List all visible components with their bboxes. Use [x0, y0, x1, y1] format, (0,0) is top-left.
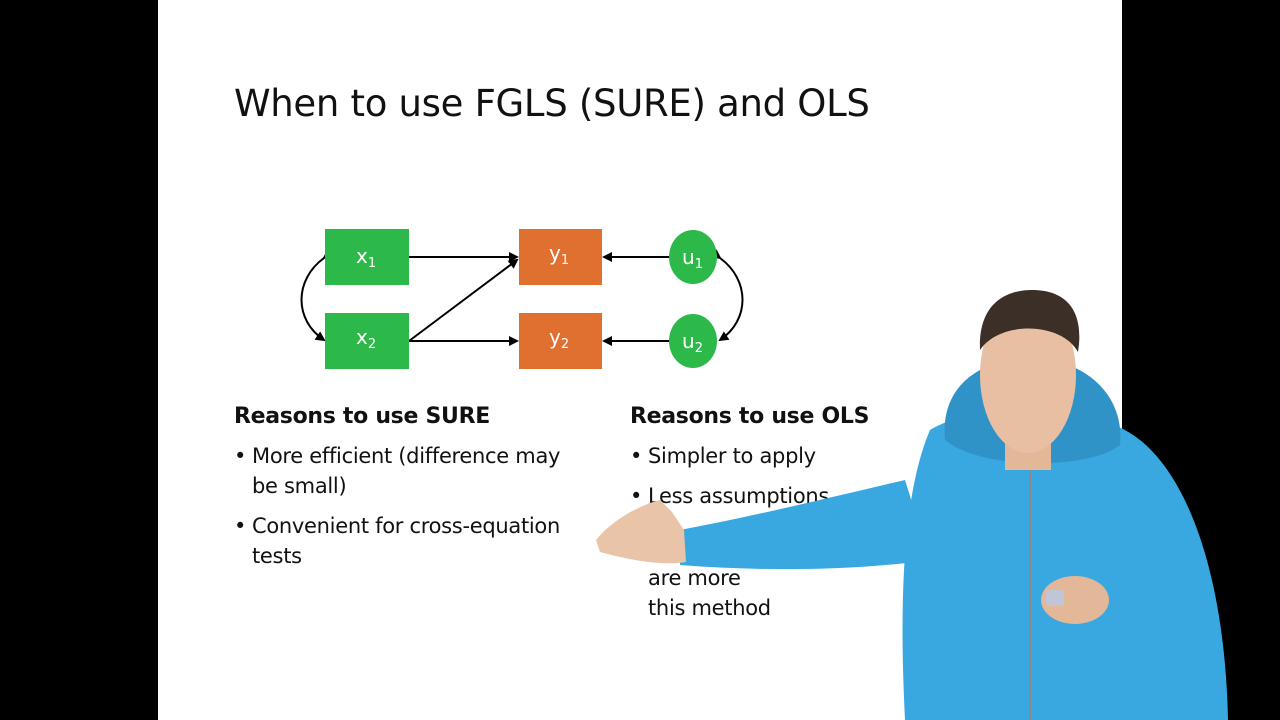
arrow-x2-y1	[408, 258, 519, 342]
svg-text:y2: y2	[549, 325, 569, 352]
slide-title: When to use FGLS (SURE) and OLS	[234, 82, 870, 125]
ols-heading: Reasons to use OLS	[630, 404, 870, 429]
presenter-remote-hand	[1041, 576, 1109, 624]
ols-bullet-line: are more	[648, 566, 741, 590]
ols-bullet-list: Simpler to apply Less assumptions are mo…	[630, 441, 930, 623]
node-u1: u1	[669, 230, 717, 284]
presenter-torso	[902, 408, 1228, 720]
svg-text:u2: u2	[682, 329, 703, 356]
node-x2: x2	[325, 313, 409, 369]
arrow-x1-x2-covariance	[300, 249, 334, 342]
ols-column: Reasons to use OLS Simpler to apply Less…	[630, 404, 930, 633]
node-x1: x1	[325, 229, 409, 285]
sure-heading: Reasons to use SURE	[234, 404, 490, 429]
presenter-remote	[1046, 590, 1064, 606]
node-y2: y2	[519, 313, 602, 369]
presenter-figure	[596, 290, 1228, 720]
node-y1: y1	[519, 229, 602, 285]
presenter-hand	[596, 500, 686, 564]
sure-bullet: More efficient (difference may be small)	[234, 441, 574, 501]
node-u2: u2	[669, 314, 717, 368]
ols-bullet-line: this method	[648, 596, 771, 620]
arrow-u1-u2-covariance	[710, 249, 744, 342]
ols-bullet: Simpler to apply	[630, 441, 930, 471]
slide: When to use FGLS (SURE) and OLS x1	[158, 0, 1122, 720]
presenter-hair	[979, 290, 1080, 352]
svg-text:u1: u1	[682, 245, 703, 272]
sure-bullet-list: More efficient (difference may be small)…	[234, 441, 574, 571]
presenter-head	[980, 297, 1076, 453]
path-diagram: x1 x2 y1 y2 u1	[300, 229, 744, 369]
arrows	[300, 249, 744, 346]
svg-text:x1: x1	[356, 244, 376, 271]
presenter-arm	[680, 480, 930, 570]
ols-bullet: Less assumptions	[630, 481, 930, 511]
sure-bullet: Convenient for cross-equation tests	[234, 511, 574, 571]
sure-column: Reasons to use SURE More efficient (diff…	[234, 404, 574, 581]
svg-text:y1: y1	[549, 241, 569, 268]
svg-text:x2: x2	[356, 325, 376, 352]
